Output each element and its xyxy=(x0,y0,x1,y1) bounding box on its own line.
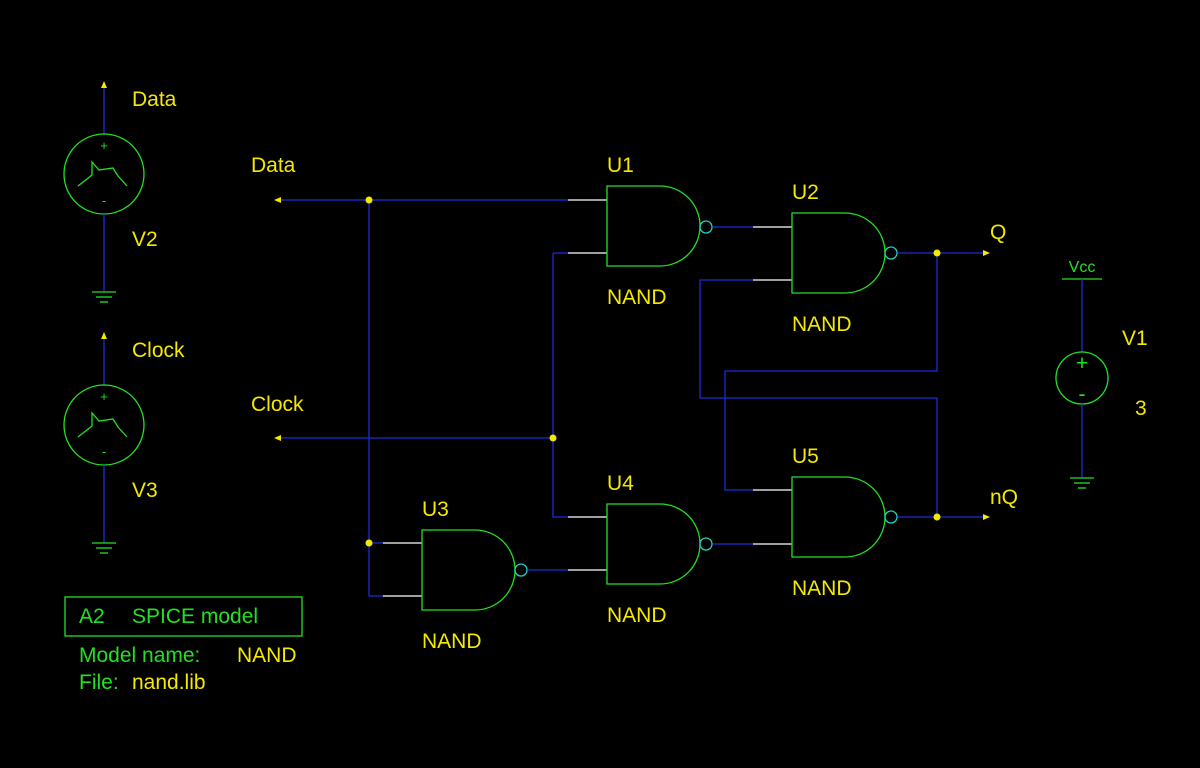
minus-sign: - xyxy=(1079,383,1086,406)
vcc-net-label: Vcc xyxy=(1069,259,1096,276)
gate-type-label: NAND xyxy=(792,313,852,336)
port-label-data: Data xyxy=(251,154,296,177)
inverter-bubble xyxy=(699,220,713,234)
inverter-bubble xyxy=(884,510,898,524)
plus-sign: + xyxy=(1076,352,1088,375)
junction-dot xyxy=(549,434,557,442)
pulse-waveform-icon xyxy=(77,411,128,438)
nand-gate-icon xyxy=(791,212,886,294)
junction-dot xyxy=(365,539,373,547)
spice-model-block[interactable]: A2 SPICE model Model name: NAND File: na… xyxy=(64,596,303,694)
model-box xyxy=(64,596,303,637)
junction-dot xyxy=(933,249,941,257)
gate-u3[interactable]: U3 NAND xyxy=(383,498,528,653)
source-net-label: Data xyxy=(132,88,177,111)
gate-type-label: NAND xyxy=(607,604,667,627)
port-arrow-right-icon xyxy=(983,514,990,520)
junctions xyxy=(365,196,941,547)
junction-dot xyxy=(933,513,941,521)
source-v1[interactable]: Vcc + - V1 3 xyxy=(1055,259,1148,489)
gate-u5[interactable]: U5 NAND xyxy=(753,445,898,600)
plus-sign: + xyxy=(100,138,108,153)
ground-icon xyxy=(1070,477,1094,489)
nand-gate-icon xyxy=(421,529,516,611)
gate-u2[interactable]: U2 NAND xyxy=(753,181,898,336)
port-label-q: Q xyxy=(990,221,1006,244)
nand-gate-icon xyxy=(606,185,701,267)
port-arrow-left-icon xyxy=(274,197,281,203)
inverter-bubble xyxy=(514,563,528,577)
source-v2[interactable]: + - Data V2 xyxy=(63,81,177,303)
gate-u4[interactable]: U4 NAND xyxy=(568,472,713,627)
model-name-value: NAND xyxy=(237,644,297,667)
minus-sign: - xyxy=(102,193,106,208)
gate-ref-label: U4 xyxy=(607,472,634,495)
gate-type-label: NAND xyxy=(792,577,852,600)
gate-ref-label: U3 xyxy=(422,498,449,521)
gate-type-label: NAND xyxy=(422,630,482,653)
net-arrow-up-icon xyxy=(101,81,107,88)
inverter-bubble xyxy=(884,246,898,260)
model-name-caption: Model name: xyxy=(79,644,200,667)
gate-ref-label: U1 xyxy=(607,154,634,177)
port-arrow-right-icon xyxy=(983,250,990,256)
gate-ref-label: U5 xyxy=(792,445,819,468)
source-v3[interactable]: + - Clock V3 xyxy=(63,332,185,554)
source-value-label: 3 xyxy=(1135,397,1147,420)
gate-ref-label: U2 xyxy=(792,181,819,204)
port-arrow-left-icon xyxy=(274,435,281,441)
model-title-label: SPICE model xyxy=(132,605,258,628)
ground-icon xyxy=(92,291,116,303)
source-ref-label: V1 xyxy=(1122,327,1148,350)
nand-gate-icon xyxy=(606,503,701,585)
nand-gate-icon xyxy=(791,476,886,558)
inverter-bubble xyxy=(699,537,713,551)
junction-dot xyxy=(365,196,373,204)
source-ref-label: V2 xyxy=(132,228,158,251)
model-file-value: nand.lib xyxy=(132,671,206,694)
source-net-label: Clock xyxy=(132,339,185,362)
ground-icon xyxy=(92,542,116,554)
minus-sign: - xyxy=(102,444,106,459)
pulse-waveform-icon xyxy=(77,160,128,187)
wires xyxy=(281,199,983,597)
model-ref-label: A2 xyxy=(79,605,105,628)
net-arrow-up-icon xyxy=(101,332,107,339)
gate-u1[interactable]: U1 NAND xyxy=(568,154,713,309)
port-label-clock: Clock xyxy=(251,393,304,416)
plus-sign: + xyxy=(100,389,108,404)
model-file-caption: File: xyxy=(79,671,119,694)
port-label-nq: nQ xyxy=(990,486,1018,509)
source-ref-label: V3 xyxy=(132,479,158,502)
gate-type-label: NAND xyxy=(607,286,667,309)
